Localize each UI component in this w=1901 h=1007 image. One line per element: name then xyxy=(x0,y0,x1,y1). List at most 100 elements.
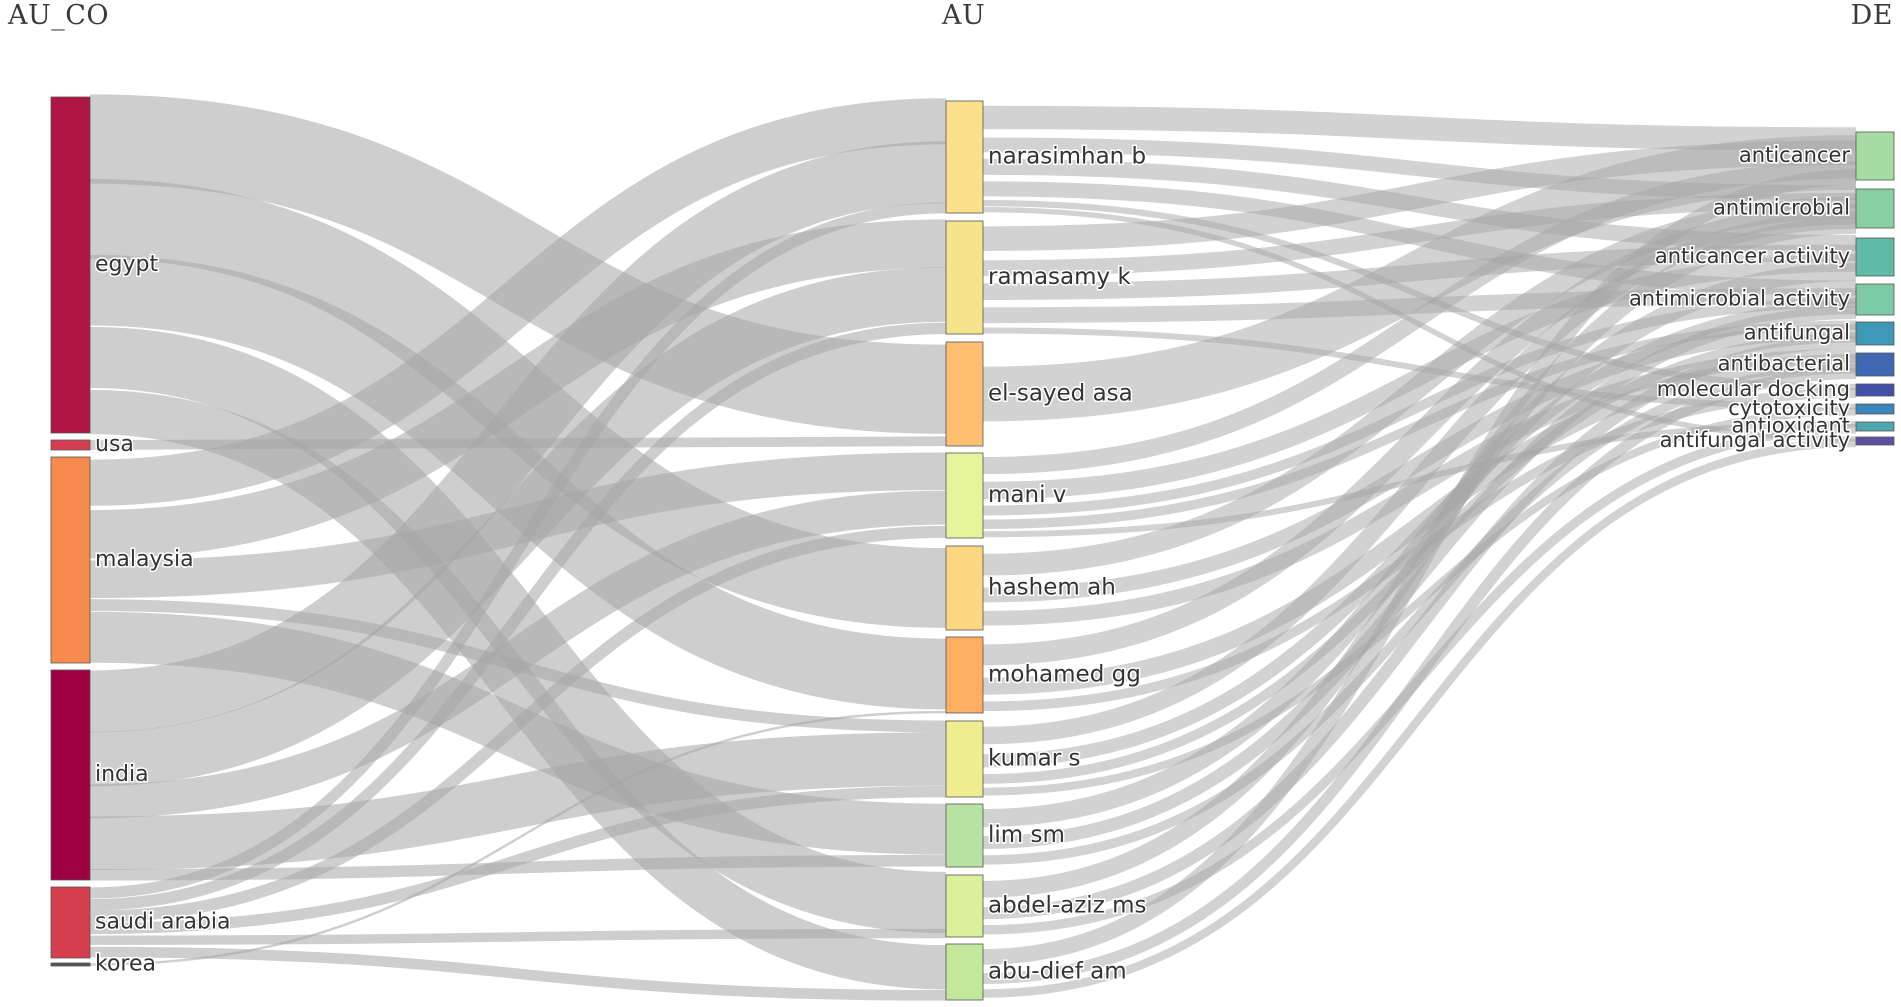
keyword-label-molecular-docking: molecular docking xyxy=(1657,377,1850,401)
link-india-to-mani-v[interactable] xyxy=(89,490,947,819)
author-node-mani-v[interactable]: mani v xyxy=(945,452,1068,539)
author-label-lim-sm: lim sm xyxy=(988,822,1065,848)
keyword-label-antibacterial: antibacterial xyxy=(1718,352,1850,376)
link-saudi-arabia-to-kumar-s[interactable] xyxy=(89,785,947,935)
keyword-bar-anticancer-activity[interactable] xyxy=(1855,237,1895,277)
keyword-bar-antibacterial[interactable] xyxy=(1855,352,1895,377)
keyword-node-anticancer[interactable]: anticancer xyxy=(1737,131,1895,181)
author-node-el-sayed-asa[interactable]: el-sayed asa xyxy=(945,341,1134,447)
link-abu-dief-am-to-antifungal-activity[interactable] xyxy=(982,438,1857,998)
author-node-narasimhan-b[interactable]: narasimhan b xyxy=(945,100,1148,214)
country-label-saudi-arabia: saudi arabia xyxy=(95,910,231,935)
keyword-bar-antifungal[interactable] xyxy=(1855,321,1895,346)
author-label-hashem-ah: hashem ah xyxy=(988,575,1116,601)
country-bar-usa[interactable] xyxy=(50,439,91,451)
author-label-abu-dief-am: abu-dief am xyxy=(988,959,1127,985)
country-node-egypt[interactable]: egypt xyxy=(50,96,160,434)
link-ramasamy-k-to-antimicrobial[interactable] xyxy=(982,192,1857,276)
keyword-label-antifungal-activity: antifungal activity xyxy=(1660,428,1850,452)
link-saudi-arabia-to-abdel-aziz-ms[interactable] xyxy=(89,928,947,945)
keyword-node-antimicrobial[interactable]: antimicrobial xyxy=(1712,188,1895,229)
author-node-mohamed-gg[interactable]: mohamed gg xyxy=(945,636,1142,714)
country-node-usa[interactable]: usa xyxy=(50,431,135,459)
link-egypt-to-abdel-aziz-ms[interactable] xyxy=(89,326,947,934)
link-saudi-arabia-to-mani-v[interactable] xyxy=(89,525,947,923)
country-label-india: india xyxy=(95,762,149,787)
keyword-bar-antifungal-activity[interactable] xyxy=(1855,436,1895,446)
keyword-bar-antimicrobial-activity[interactable] xyxy=(1855,283,1895,316)
author-node-lim-sm[interactable]: lim sm xyxy=(945,803,1066,868)
link-kumar-s-to-antimicrobial[interactable] xyxy=(982,211,1857,745)
keyword-bar-antimicrobial[interactable] xyxy=(1855,188,1895,229)
country-node-india[interactable]: india xyxy=(50,669,150,881)
author-label-narasimhan-b: narasimhan b xyxy=(988,144,1146,170)
link-el-sayed-asa-to-anticancer[interactable] xyxy=(982,135,1857,422)
link-abu-dief-am-to-anticancer[interactable] xyxy=(982,169,1857,965)
link-saudi-arabia-to-narasimhan-b[interactable] xyxy=(89,202,947,899)
link-mohamed-gg-to-antimicrobial[interactable] xyxy=(982,203,1857,666)
author-node-abdel-aziz-ms[interactable]: abdel-aziz ms xyxy=(945,874,1148,938)
author-label-kumar-s: kumar s xyxy=(988,746,1080,772)
author-label-mani-v: mani v xyxy=(988,482,1066,508)
link-saudi-arabia-to-ramasamy-k[interactable] xyxy=(89,322,947,911)
link-malaysia-to-narasimhan-b[interactable] xyxy=(89,98,947,506)
keyword-bar-cytotoxicity[interactable] xyxy=(1855,403,1895,415)
keyword-label-cytotoxicity: cytotoxicity xyxy=(1728,396,1850,420)
author-node-kumar-s[interactable]: kumar s xyxy=(945,720,1082,798)
author-node-ramasamy-k[interactable]: ramasamy k xyxy=(945,220,1133,335)
keyword-node-anticancer-activity[interactable]: anticancer activity xyxy=(1653,237,1895,277)
keyword-node-antifungal-activity[interactable]: antifungal activity xyxy=(1658,427,1895,454)
keyword-bar-anticancer[interactable] xyxy=(1855,131,1895,181)
keyword-node-antioxidant[interactable]: antioxidant xyxy=(1730,412,1895,439)
author-bar-mani-v[interactable] xyxy=(945,452,984,539)
author-bar-kumar-s[interactable] xyxy=(945,720,984,798)
author-bar-narasimhan-b[interactable] xyxy=(945,100,984,214)
author-bar-abu-dief-am[interactable] xyxy=(945,943,984,1001)
country-label-malaysia: malaysia xyxy=(95,547,194,572)
link-mani-v-to-antimicrobial-activity[interactable] xyxy=(982,297,1857,516)
link-lim-sm-to-antibacterial[interactable] xyxy=(982,364,1857,865)
link-mani-v-to-anticancer[interactable] xyxy=(982,161,1857,475)
country-bar-saudi-arabia[interactable] xyxy=(50,886,91,959)
author-label-mohamed-gg: mohamed gg xyxy=(988,662,1141,688)
author-bar-hashem-ah[interactable] xyxy=(945,545,984,631)
country-bar-india[interactable] xyxy=(50,669,91,881)
link-egypt-to-el-sayed-asa[interactable] xyxy=(89,94,947,434)
link-kumar-s-to-cytotoxicity[interactable] xyxy=(982,407,1857,796)
country-label-egypt: egypt xyxy=(95,252,158,277)
author-bar-el-sayed-asa[interactable] xyxy=(945,341,984,447)
author-bar-abdel-aziz-ms[interactable] xyxy=(945,874,984,938)
country-node-korea[interactable]: korea xyxy=(50,950,158,978)
keyword-label-anticancer-activity: anticancer activity xyxy=(1655,244,1850,268)
author-label-abdel-aziz-ms: abdel-aziz ms xyxy=(988,893,1146,919)
country-node-malaysia[interactable]: malaysia xyxy=(50,456,195,664)
country-node-saudi-arabia[interactable]: saudi arabia xyxy=(50,886,232,959)
author-bar-ramasamy-k[interactable] xyxy=(945,220,984,335)
column-title-de: DE xyxy=(1850,0,1893,31)
keyword-bar-molecular-docking[interactable] xyxy=(1855,383,1895,397)
keyword-node-antimicrobial-activity[interactable]: antimicrobial activity xyxy=(1627,283,1895,316)
link-abu-dief-am-to-antibacterial[interactable] xyxy=(982,368,1857,984)
country-bar-egypt[interactable] xyxy=(50,96,91,434)
link-abdel-aziz-ms-to-antifungal[interactable] xyxy=(982,336,1857,920)
author-bar-mohamed-gg[interactable] xyxy=(945,636,984,714)
author-node-hashem-ah[interactable]: hashem ah xyxy=(945,545,1117,631)
author-node-abu-dief-am[interactable]: abu-dief am xyxy=(945,943,1128,1001)
keyword-node-antibacterial[interactable]: antibacterial xyxy=(1716,350,1895,377)
link-india-to-narasimhan-b[interactable] xyxy=(89,141,947,733)
link-india-to-kumar-s[interactable] xyxy=(89,732,947,870)
author-bar-lim-sm[interactable] xyxy=(945,803,984,868)
keyword-node-cytotoxicity[interactable]: cytotoxicity xyxy=(1727,395,1895,422)
keyword-node-antifungal[interactable]: antifungal xyxy=(1742,319,1895,346)
link-narasimhan-b-to-anticancer[interactable] xyxy=(982,105,1857,151)
link-korea-to-mohamed-gg[interactable] xyxy=(89,710,947,966)
country-bar-malaysia[interactable] xyxy=(50,456,91,664)
keyword-node-molecular-docking[interactable]: molecular docking xyxy=(1655,376,1895,403)
sankey-links xyxy=(89,94,1857,1001)
column-title-au-co: AU_CO xyxy=(8,0,110,31)
country-bar-korea[interactable] xyxy=(50,962,91,967)
link-india-to-ramasamy-k[interactable] xyxy=(89,267,947,787)
author-label-ramasamy-k: ramasamy k xyxy=(988,264,1131,290)
link-saudi-arabia-to-abu-dief-am[interactable] xyxy=(89,946,947,1001)
keyword-bar-antioxidant[interactable] xyxy=(1855,421,1895,432)
